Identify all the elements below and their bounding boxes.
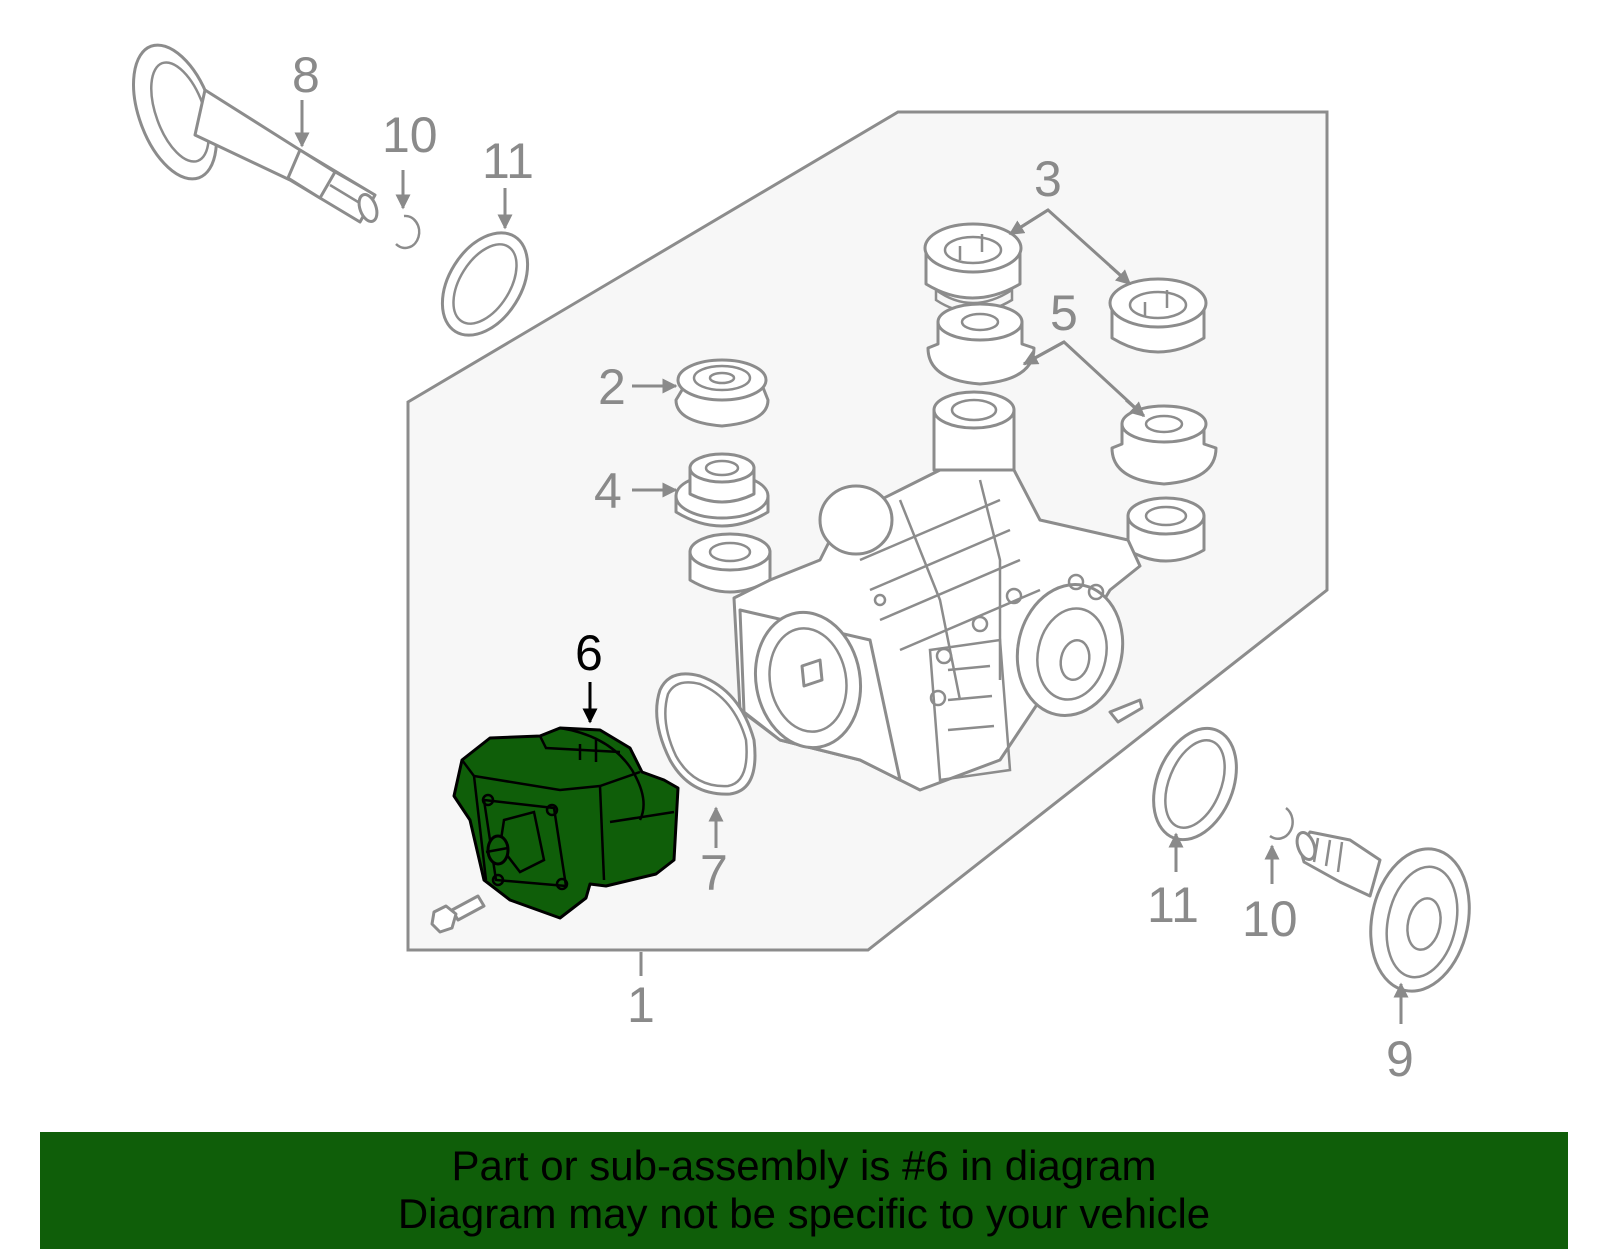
callout-9: 9 (1386, 1031, 1414, 1087)
callout-11-right: 11 (1147, 877, 1199, 933)
callout-1: 1 (627, 977, 655, 1033)
banner-line-2: Diagram may not be specific to your vehi… (397, 1190, 1211, 1237)
callout-6: 6 (575, 625, 603, 681)
callout-8: 8 (292, 47, 320, 103)
callout-7: 7 (700, 845, 728, 901)
mount-2[interactable] (674, 358, 770, 428)
callout-10-right: 10 (1242, 891, 1298, 947)
bushing-5a[interactable] (926, 302, 1036, 386)
left-seal[interactable] (425, 217, 545, 350)
bushing-4[interactable] (674, 452, 770, 528)
callout-10-left: 10 (382, 107, 438, 163)
leader-5b (1125, 398, 1146, 418)
gasket-7[interactable] (655, 672, 757, 796)
differential-housing[interactable] (688, 390, 1206, 792)
right-seal[interactable] (1138, 716, 1252, 852)
callout-3: 3 (1034, 151, 1062, 207)
leader-3a (1008, 208, 1049, 236)
callout-4: 4 (594, 463, 622, 519)
callout-5: 5 (1050, 285, 1078, 341)
right-circlip[interactable] (1269, 806, 1294, 840)
info-banner: Part or sub-assembly is #6 in diagram Di… (40, 1132, 1568, 1249)
callout-2: 2 (598, 359, 626, 415)
mounting-bolt[interactable] (430, 894, 486, 934)
highlighted-part-6[interactable] (452, 726, 680, 920)
bushing-5b[interactable] (1110, 404, 1218, 486)
top-mount-right[interactable] (1108, 277, 1208, 354)
leader-5a (1022, 340, 1065, 366)
banner-line-1: Part or sub-assembly is #6 in diagram (451, 1142, 1157, 1189)
top-mount-left[interactable] (923, 222, 1023, 314)
left-circlip[interactable] (395, 214, 421, 250)
callout-11-left: 11 (482, 133, 534, 189)
left-output-flange[interactable] (117, 34, 380, 224)
right-output-flange[interactable] (1294, 830, 1482, 1000)
leader-3b (1108, 264, 1132, 286)
